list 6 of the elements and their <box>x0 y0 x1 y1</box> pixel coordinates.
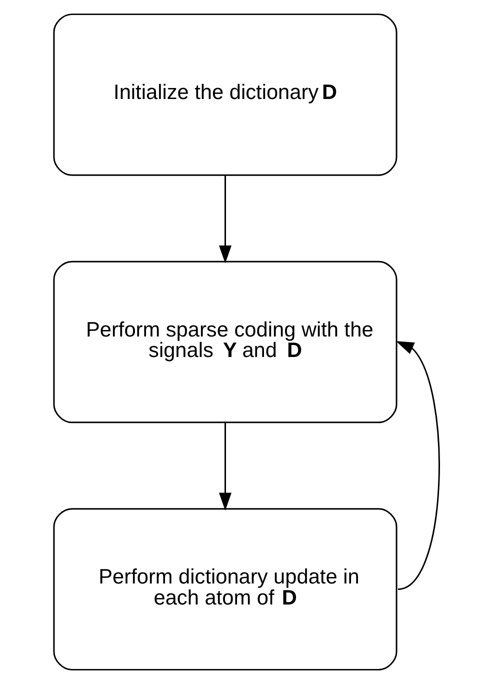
arrow <box>395 341 440 590</box>
arrow <box>218 176 232 264</box>
node-box: Perform dictionary update in each atom of D <box>52 508 397 670</box>
node-box: Perform sparse coding with the signals Y and D <box>52 260 397 424</box>
arrow <box>218 422 232 511</box>
node-box: Initialize the dictionary D <box>52 14 397 176</box>
